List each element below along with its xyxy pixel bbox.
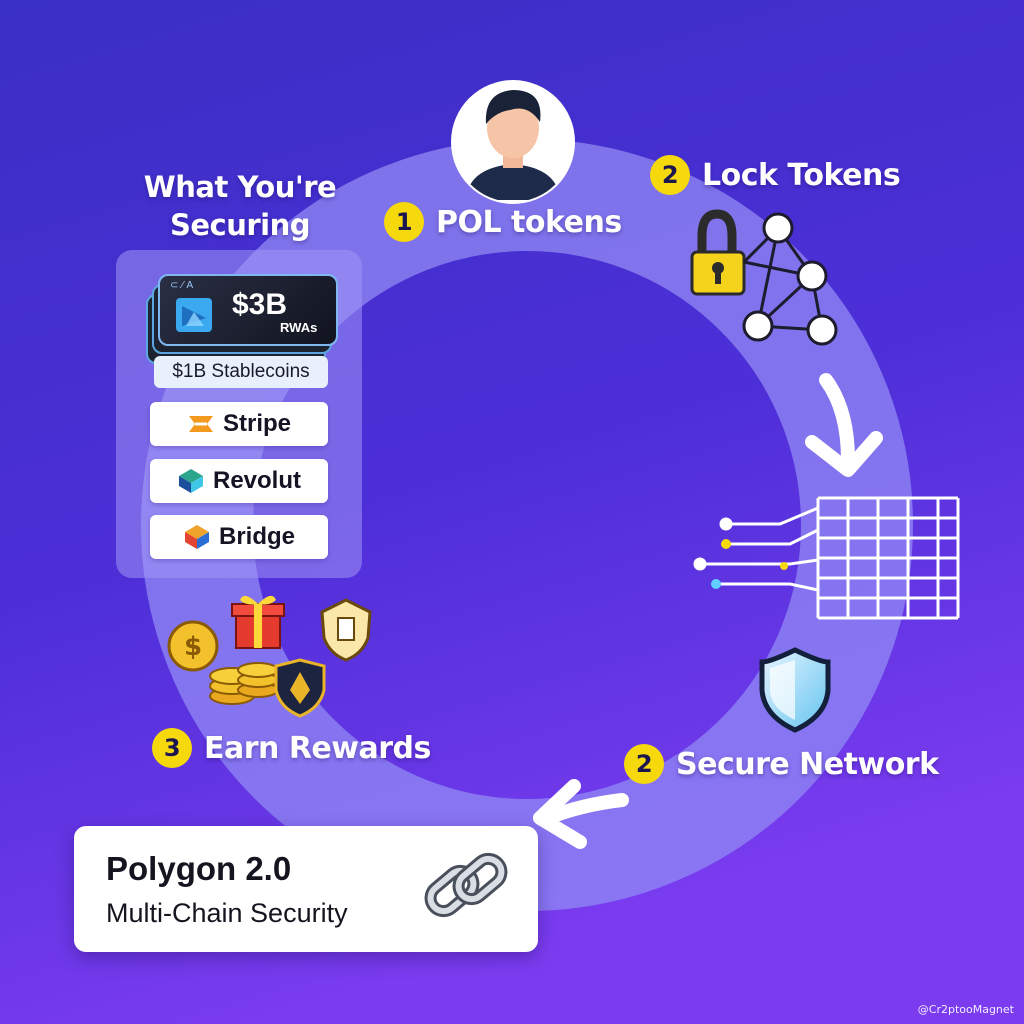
step-earn-rewards: 3 Earn Rewards <box>152 728 431 768</box>
partner-stripe: Stripe <box>150 402 328 446</box>
step-number-badge: 2 <box>624 744 664 784</box>
stripe-logo-icon <box>188 416 213 432</box>
lock-icon <box>690 209 746 296</box>
footer-subtitle: Multi-Chain Security <box>106 898 348 928</box>
stablecoins-label: $1B Stablecoins <box>154 356 328 388</box>
network-grid-icon <box>693 496 960 620</box>
partner-label: Stripe <box>222 410 291 437</box>
step-number-badge: 3 <box>152 728 192 768</box>
card-glyph-icon: ⊂ ⁄ A <box>170 280 194 291</box>
user-avatar-icon <box>451 80 575 204</box>
card-chip-icon <box>176 298 212 332</box>
step-label: Secure Network <box>676 746 939 782</box>
step-label: POL tokens <box>436 204 622 240</box>
step-label: Earn Rewards <box>204 730 431 766</box>
watermark: @Cr2ptooMagnet <box>917 1003 1014 1016</box>
arrow-left-icon <box>533 779 629 849</box>
chain-link-icon <box>424 852 508 918</box>
rwa-card: ⊂ ⁄ A $3B RWAs <box>158 274 338 346</box>
partner-label: Bridge <box>218 523 295 550</box>
rwa-amount: $3B <box>232 288 288 321</box>
arrow-down-icon <box>805 373 883 477</box>
step-number-badge: 2 <box>650 155 690 195</box>
footer-card: Polygon 2.0 Multi-Chain Security <box>74 826 538 952</box>
step-secure-network: 2 Secure Network <box>624 744 939 784</box>
network-graph-icon <box>742 212 838 346</box>
securing-heading-line1: What You're <box>143 170 337 204</box>
step-number-badge: 1 <box>384 202 424 242</box>
revolut-logo-icon <box>178 469 203 493</box>
partner-bridge: Bridge <box>150 515 328 559</box>
securing-heading-line2: Securing <box>169 208 311 242</box>
rwa-label: RWAs <box>280 320 318 335</box>
partner-label: Revolut <box>212 467 301 494</box>
step-lock-tokens: 2 Lock Tokens <box>650 155 901 195</box>
partner-revolut: Revolut <box>150 459 328 503</box>
coins-gifts-icon: $ <box>167 595 372 718</box>
securing-heading: What You're Securing <box>120 168 360 244</box>
footer-title: Polygon 2.0 <box>106 850 292 887</box>
svg-text:$: $ <box>184 632 202 662</box>
shield-icon <box>759 647 831 733</box>
bridge-logo-icon <box>184 525 209 549</box>
step-label: Lock Tokens <box>702 157 901 193</box>
step-pol-tokens: 1 POL tokens <box>384 202 622 242</box>
